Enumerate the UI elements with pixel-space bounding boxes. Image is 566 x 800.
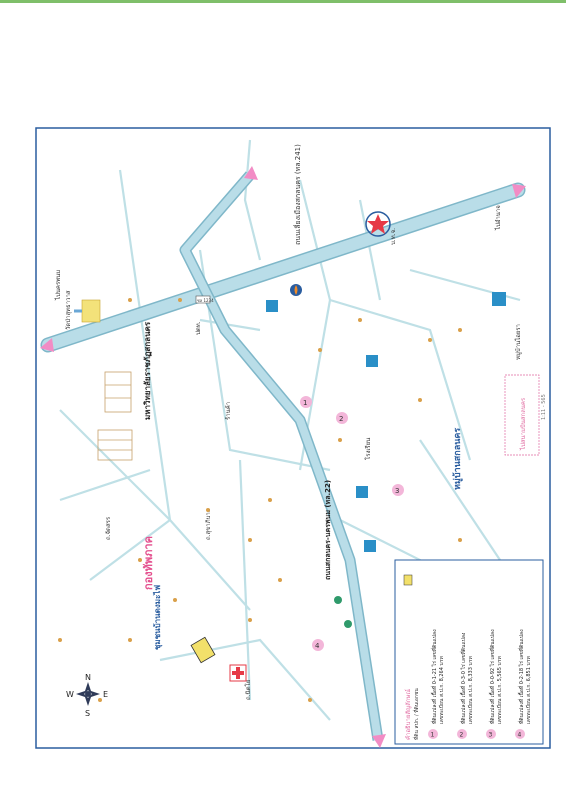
hospital-icon: [229, 664, 247, 682]
small-road-2-label: ถ.สุขาภิบาล: [205, 508, 212, 540]
minor-roads: [59, 139, 521, 721]
legend-subtitle: ที่ดิน สปก. / ที่ดินเอกชน: [413, 688, 420, 740]
svg-text:ที่ดินแปลงที่ เนื้อที่ 0-0-92: ที่ดินแปลงที่ เนื้อที่ 0-0-92 ไร่ เลขที่…: [487, 629, 496, 724]
svg-text:ที่ดินแปลงที่ เนื้อที่ 0-2-18: ที่ดินแปลงที่ เนื้อที่ 0-2-18 ไร่ เลขที่…: [516, 629, 525, 724]
gas-label: ปตท.: [195, 321, 202, 335]
legend-item-3: 3 ที่ดินแปลงที่ เนื้อที่ 0-0-92 ไร่ เลขท…: [486, 629, 503, 739]
ptt-label: บ.ท.จ.: [390, 228, 397, 245]
hwy-label: ถนนเลี่ยงเมืองสกลนคร (ทล.241): [293, 144, 302, 245]
community-label: ชุมชนบ้านดงมะไฟ: [152, 585, 163, 650]
plot-marker-4: 4: [312, 639, 324, 651]
arrow-to-amnat: [512, 184, 526, 198]
plot-marker-2: 2: [336, 412, 348, 424]
main-road-22-fill: [181, 172, 382, 741]
top-border-line: [0, 0, 566, 3]
main-road-label: ถนนสกลนคร-นครพนม (ทล.22): [324, 480, 332, 580]
svg-text:2: 2: [460, 732, 464, 739]
star-icon: [365, 211, 391, 237]
svg-text:เลขทะเบียน ส.ป.ก. 8,264 บาท: เลขทะเบียน ส.ป.ก. 8,264 บาท: [438, 656, 445, 724]
svg-text:4: 4: [315, 642, 320, 650]
svg-text:เลขทะเบียน ส.ป.ก. 6,851 บาท: เลขทะเบียน ส.ป.ก. 6,851 บาท: [525, 656, 532, 724]
legend-item-4: 4 ที่ดินแปลงที่ เนื้อที่ 0-2-18 ไร่ เลขท…: [515, 629, 532, 739]
legend-box: คำอธิบายสัญลักษณ์ ที่ดิน สปก. / ที่ดินเอ…: [394, 559, 544, 745]
road-sign: [195, 295, 211, 304]
arrow-to-nakhon-phanom: [40, 338, 54, 352]
village-mid-label: หมู่บ้านสกลนคร: [452, 428, 463, 490]
svg-text:ที่ดินแปลงที่ เนื้อที่ 0-3-0 ไ: ที่ดินแปลงที่ เนื้อที่ 0-3-0 ไร่ เลขที่ด…: [458, 632, 467, 724]
legend-title: คำอธิบายสัญลักษณ์: [404, 689, 412, 740]
svg-text:1: 1: [431, 732, 435, 739]
small-road-1-label: ถ.จัดสรร: [105, 516, 112, 540]
svg-text:W: W: [66, 690, 74, 699]
area-right-label: หมู่บ้านไอยรา: [514, 324, 522, 360]
arrow-bottom-road: [372, 734, 386, 748]
school-label: โรงเรียน: [364, 438, 372, 460]
svg-text:1: 1: [303, 399, 307, 407]
tree-icons: [58, 298, 492, 702]
plot-marker-1: 1: [300, 396, 312, 408]
highway-fill: [42, 184, 524, 351]
svg-text:N: N: [85, 673, 91, 682]
temple-icon: [74, 299, 101, 323]
bottom-right-note: ไปสนามบินสกลนคร: [519, 397, 527, 451]
org-name-label: กองทัพภาค: [142, 536, 155, 590]
university-buildings-icon: [97, 371, 133, 461]
note-box: [504, 374, 540, 456]
small-road-3-label: ถ.นิตโย: [244, 680, 252, 700]
svg-text:เลขทะเบียน ส.ป.ก. 5,565 บาท: เลขทะเบียน ส.ป.ก. 5,565 บาท: [496, 656, 503, 724]
road-top-label: ไปนครพนม: [54, 270, 62, 301]
legend-yellow-swatch: [403, 574, 413, 586]
svg-text:E: E: [103, 690, 108, 699]
green-point-icon: [334, 596, 342, 604]
svg-text:ที่ดินแปลงที่ เนื้อที่ 0-1-21: ที่ดินแปลงที่ เนื้อที่ 0-1-21 ไร่ เลขที่…: [429, 629, 438, 724]
road-sign-text: ชล 1234: [197, 298, 214, 303]
compass-icon: N S E W: [66, 673, 108, 718]
svg-text:S: S: [85, 709, 90, 718]
legend-item-2: 2 ที่ดินแปลงที่ เนื้อที่ 0-3-0 ไร่ เลขที…: [457, 632, 474, 739]
highlighted-plot: [190, 636, 216, 664]
university-label: มหาวิทยาลัยราชภัฏสกลนคร: [143, 321, 152, 420]
map-frame: [35, 127, 551, 749]
ptt-station-icon: [290, 284, 302, 296]
legend-item-1: 1 ที่ดินแปลงที่ เนื้อที่ 0-1-21 ไร่ เลขท…: [428, 629, 445, 739]
arrow-top-road: [244, 166, 258, 180]
temple-label: วัดป่าสุทธาวาส: [65, 290, 72, 330]
svg-text:4: 4: [518, 732, 522, 739]
plot-marker-3: 3: [392, 484, 404, 496]
green-point-icon: [344, 620, 352, 628]
footer-code: 1:11 - 565: [541, 394, 547, 420]
svg-text:2: 2: [339, 415, 343, 423]
building-badges: [266, 292, 506, 552]
road-bottom-label: ไปอำนาจ: [494, 205, 502, 231]
svg-text:3: 3: [489, 732, 493, 739]
svg-text:เลขทะเบียน ส.ป.ก. 8,333 บาท: เลขทะเบียน ส.ป.ก. 8,333 บาท: [467, 656, 474, 724]
market-label: ร้านค้า: [225, 402, 232, 420]
svg-text:3: 3: [395, 487, 399, 495]
